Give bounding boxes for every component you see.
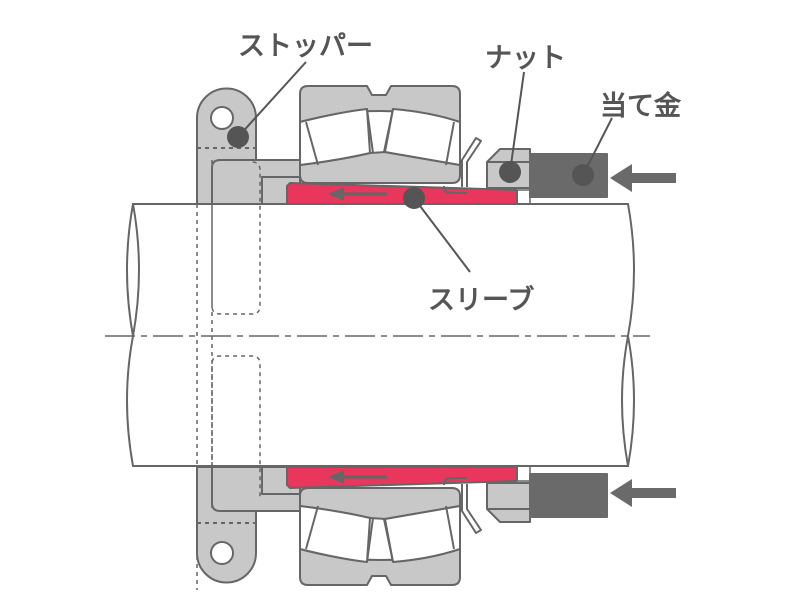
label-nut: ナット: [485, 43, 566, 74]
label-stopper: ストッパー: [238, 31, 373, 62]
label-punch: 当て金: [600, 91, 681, 122]
lower-assembly: [195, 465, 678, 587]
label-sleeve: スリーブ: [428, 285, 535, 316]
nut-marker: [499, 161, 521, 183]
shaft: [126, 203, 635, 467]
sleeve-marker: [403, 187, 425, 209]
stopper-marker: [227, 126, 249, 148]
punch-marker: [572, 164, 594, 186]
